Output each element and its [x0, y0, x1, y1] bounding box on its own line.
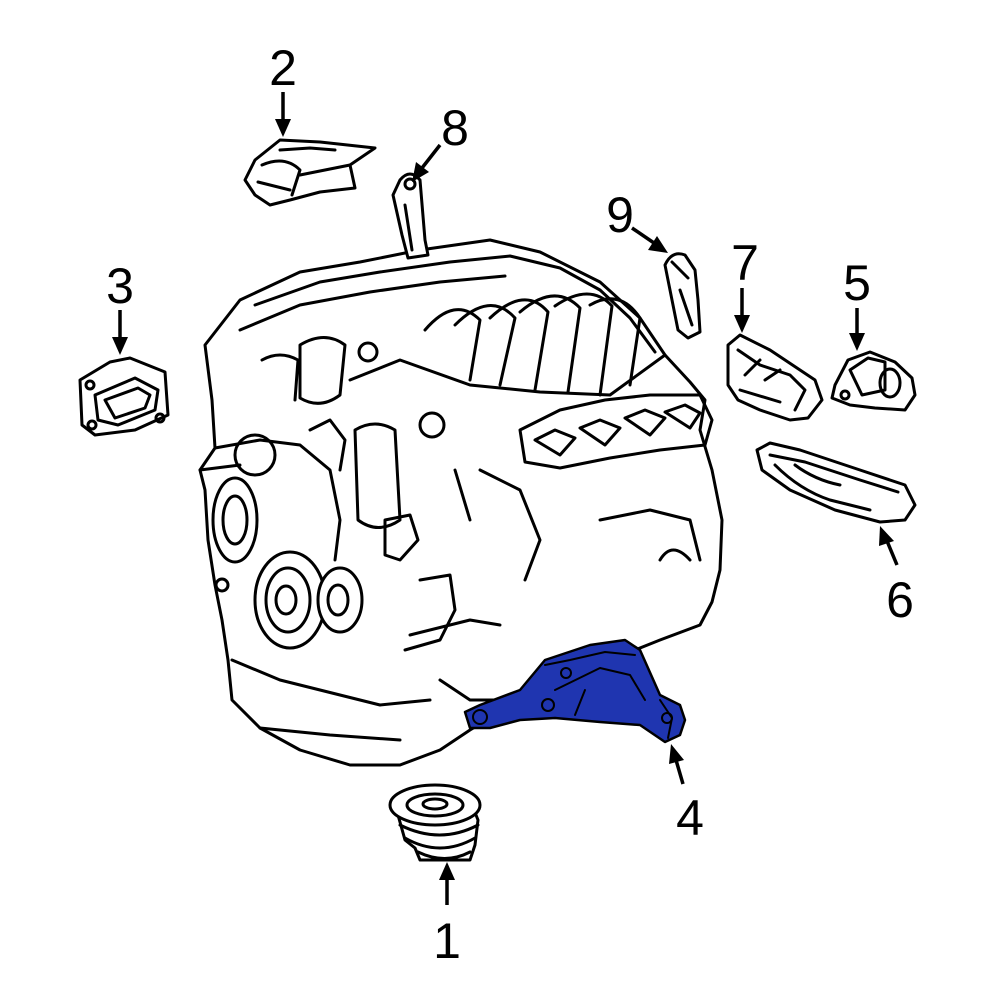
callout-label-1: 1 [433, 913, 461, 969]
part-4-mount-bracket [463, 638, 687, 744]
callout-label-3: 3 [106, 258, 134, 314]
part-3-mount-bracket [78, 356, 170, 437]
part-5-mount [830, 350, 917, 412]
callout-label-6: 6 [886, 572, 914, 628]
callout-arrows [112, 92, 899, 905]
part-2-heat-shield [243, 138, 377, 207]
callout-label-9: 9 [606, 187, 634, 243]
part-6-cover [755, 441, 917, 524]
part-9-bracket [663, 252, 702, 340]
callout-label-5: 5 [843, 255, 871, 311]
callout-label-7: 7 [731, 235, 759, 291]
callout-label-2: 2 [269, 40, 297, 96]
callout-label-8: 8 [441, 100, 469, 156]
part-1-mount [388, 783, 482, 862]
callout-label-4: 4 [676, 790, 704, 846]
part-7-bracket [726, 333, 824, 422]
